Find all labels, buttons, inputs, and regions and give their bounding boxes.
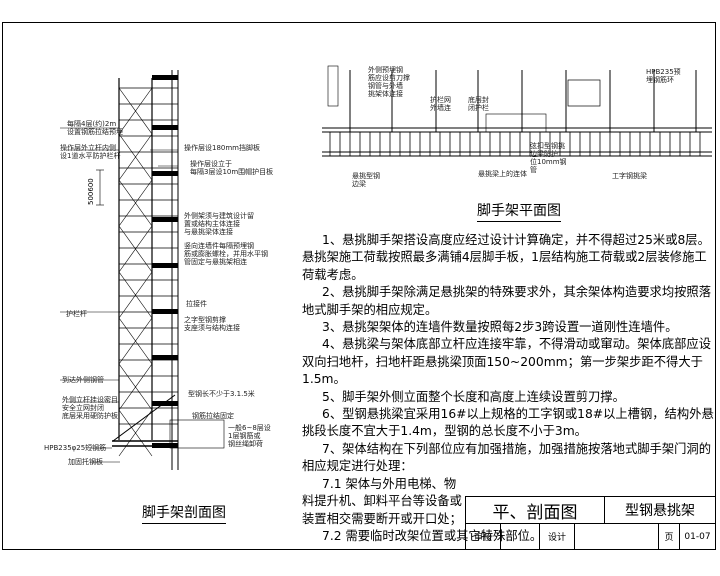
design-blank (574, 523, 659, 550)
label-fixing: 一般6~8层设 1层钢筋或 钢丝绳卸荷 (228, 424, 271, 448)
review-label: 审核 (465, 523, 501, 550)
floor-slab (152, 125, 178, 130)
cross-braces (118, 87, 153, 457)
plan-posts (349, 70, 697, 132)
title-subject: 型钢悬挑架 (604, 496, 716, 524)
label-working-layer: 操作层外立杆内侧 设1道水平防护栏杆 (60, 144, 121, 160)
floor-slab (152, 355, 178, 360)
label-tie-beam: 钢筋拉结固定 (192, 412, 234, 420)
floor-slab (152, 263, 178, 268)
plan-label-outer-frame: 外侧预埋钢 筋应设剪刀撑 钢管与外墙 挑架体连接 (368, 66, 410, 98)
label-bottom-support: 加固托钢板 (68, 458, 103, 466)
label-guard-net: 外侧立杆挂设密目 安全立网封闭 底层采用硬防护板 (62, 396, 118, 420)
brace (118, 179, 153, 227)
label-tie: 拉接件 (186, 300, 207, 308)
brace (118, 225, 153, 273)
title-block: 平、剖面图 型钢悬挑架 审核 设计 页 01-07 (465, 496, 716, 550)
plan-wall (322, 151, 712, 157)
note-7-1: 7.1 架体与外用电梯、物料提升机、卸料平台等设备或装置相交需要断开或开口处； (302, 476, 462, 526)
dimension-text: 500600 (87, 178, 95, 205)
page-label: 页 (658, 523, 680, 550)
note-2: 2、悬挑脚手架除满足悬挑架的特殊要求外，其余架体构造要求均按照落地式脚手架的相应… (302, 285, 712, 317)
plan-label-hpb-ring: HPB235预 埋钢筋环 (646, 68, 681, 84)
label-every-floor: 每隔4层(约)2m 设置钢筋拉结预埋 (67, 120, 123, 136)
plan-label-guard-mesh: 护栏网 外墙连 (430, 96, 451, 112)
leader-lines (60, 127, 178, 463)
brace (118, 409, 153, 457)
dimension-line (96, 169, 104, 206)
note-5: 5、脚手架外侧立面整个长度和高度上连续设置剪刀撑。 (322, 389, 625, 404)
diagonal-support (112, 394, 176, 442)
scaffold-ledgers (119, 87, 178, 425)
note-1: 1、悬挑脚手架搭设高度应经过设计计算确定，并不得超过25米或8层。悬挑架施工荷载… (302, 233, 710, 282)
note-6: 6、型钢悬挑梁宜采用16#以上规格的工字钢或18#以上槽钢，结构外悬挑段长度不宜… (302, 407, 714, 439)
label-anchor: 竖向连墙件每隔预埋钢 筋或膨胀螺栓，并用水平钢 管固定与悬挑架相连 (184, 242, 268, 266)
section-drawing: 500600 (60, 70, 225, 470)
review-blank (500, 523, 540, 550)
note-7-2: 7.2 需要临时改架位置或其它特殊部位。 (322, 528, 543, 543)
plan-label-bottom-guard: 底层封 闭护栏 (468, 96, 489, 112)
label-top-rail: 护栏杆 (66, 310, 87, 318)
brace (118, 317, 153, 365)
brace (118, 271, 153, 319)
page-number: 01-07 (679, 523, 716, 550)
label-hpb: HPB235φ25短钢筋 (44, 444, 107, 452)
label-outer-frame: 外侧架须与建筑设计留 置或结构主体连接 与悬挑梁体连接 (184, 212, 254, 236)
floor-slab (152, 75, 178, 80)
floor-slab (152, 217, 178, 222)
plan-label-i-beam: 工字钢挑梁 (612, 172, 647, 180)
note-4: 4、悬挑梁与架体底部立杆应连接牢靠，不得滑动或窜动。架体底部应设双向扫地杆，扫地… (302, 337, 712, 387)
floor-slab (152, 171, 178, 176)
section-caption: 脚手架剖面图 (142, 502, 226, 524)
label-plank-note: 操作层设立于 每隔3层设10m围帽护目板 (190, 160, 274, 176)
label-brace: 之字型钢剪撑 支座须与结构连接 (184, 316, 240, 332)
brace (118, 133, 153, 181)
label-steel-length: 型钢长不少于3.1.5米 (188, 390, 255, 398)
design-label: 设计 (539, 523, 575, 550)
note-7: 7、架体结构在下列部位应有加强措施，加强措施按落地式脚手架门洞的相应规定进行处理… (302, 441, 712, 474)
brace (118, 363, 153, 411)
plan-label-lap-member: 悬挑梁上的连体 (478, 170, 527, 178)
plan-label-cantilever: 悬挑型钢 边梁 (352, 172, 380, 188)
cantilever-beam (112, 440, 178, 447)
drawing-frame (2, 22, 716, 550)
construction-notes: 1、悬挑脚手架搭设高度应经过设计计算确定，并不得超过25米或8层。悬挑架施工荷载… (302, 232, 716, 545)
plan-caption: 脚手架平面图 (477, 200, 561, 222)
scaffold-standards (118, 78, 153, 440)
floor-slab (152, 401, 178, 406)
note-3: 3、悬挑架架体的连墙件数量按照每2步3跨设置一道刚性连墙件。 (322, 320, 678, 335)
label-flat-rail: 到达外侧钢管 (62, 376, 104, 384)
bottom-margin (0, 552, 720, 576)
label-plank-180: 操作层设180mm挡脚板 (184, 144, 260, 152)
title-main: 平、剖面图 (465, 496, 605, 524)
brace (118, 87, 153, 135)
plan-label-clamp: 弦扣型钢挑 边梁防护 位10mm钢 管 (530, 142, 567, 174)
plan-drawing (322, 65, 712, 157)
floor-slab (152, 309, 178, 314)
